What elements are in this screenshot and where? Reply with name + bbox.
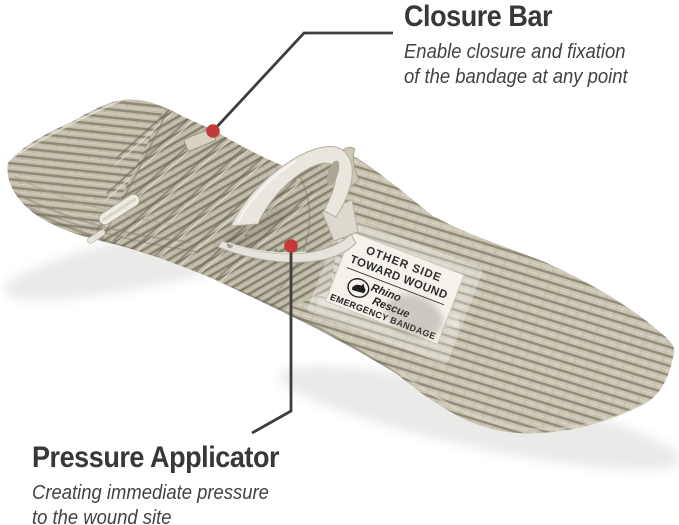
pressure-applicator-annotation: Pressure Applicator Creating immediate p… <box>32 441 307 525</box>
pressure-applicator-title-text: Pressure Applicator <box>32 441 280 474</box>
pressure-applicator-desc-line2: to the wound site <box>32 506 172 525</box>
closure-bar-desc-line2: of the bandage at any point <box>404 65 628 89</box>
pressure-applicator-leader-line <box>251 248 293 435</box>
pressure-applicator-marker-dot <box>284 239 298 253</box>
pressure-applicator-description: Creating immediate pressure to the wound… <box>32 480 307 525</box>
callout-leaders <box>206 31 393 435</box>
product-label: OTHER SIDE TOWARD WOUND Rhino Rescue EME… <box>307 216 483 365</box>
rhino-logo-icon <box>347 278 370 298</box>
closure-bar-marker-dot <box>206 124 220 138</box>
closure-bar-title-text: Closure Bar <box>404 0 553 33</box>
closure-bar-annotation: Closure Bar Enable closure and fixation … <box>404 0 652 90</box>
pressure-applicator-desc-line1: Creating immediate pressure <box>32 481 269 504</box>
closure-bar-leader-line <box>211 31 393 132</box>
closure-bar-title: Closure Bar <box>404 0 652 34</box>
pressure-applicator <box>215 146 359 263</box>
closure-bar-description: Enable closure and fixation of the banda… <box>404 39 652 90</box>
pressure-applicator-title: Pressure Applicator <box>32 441 307 475</box>
closure-bar-desc-line1: Enable closure and fixation <box>404 40 626 63</box>
